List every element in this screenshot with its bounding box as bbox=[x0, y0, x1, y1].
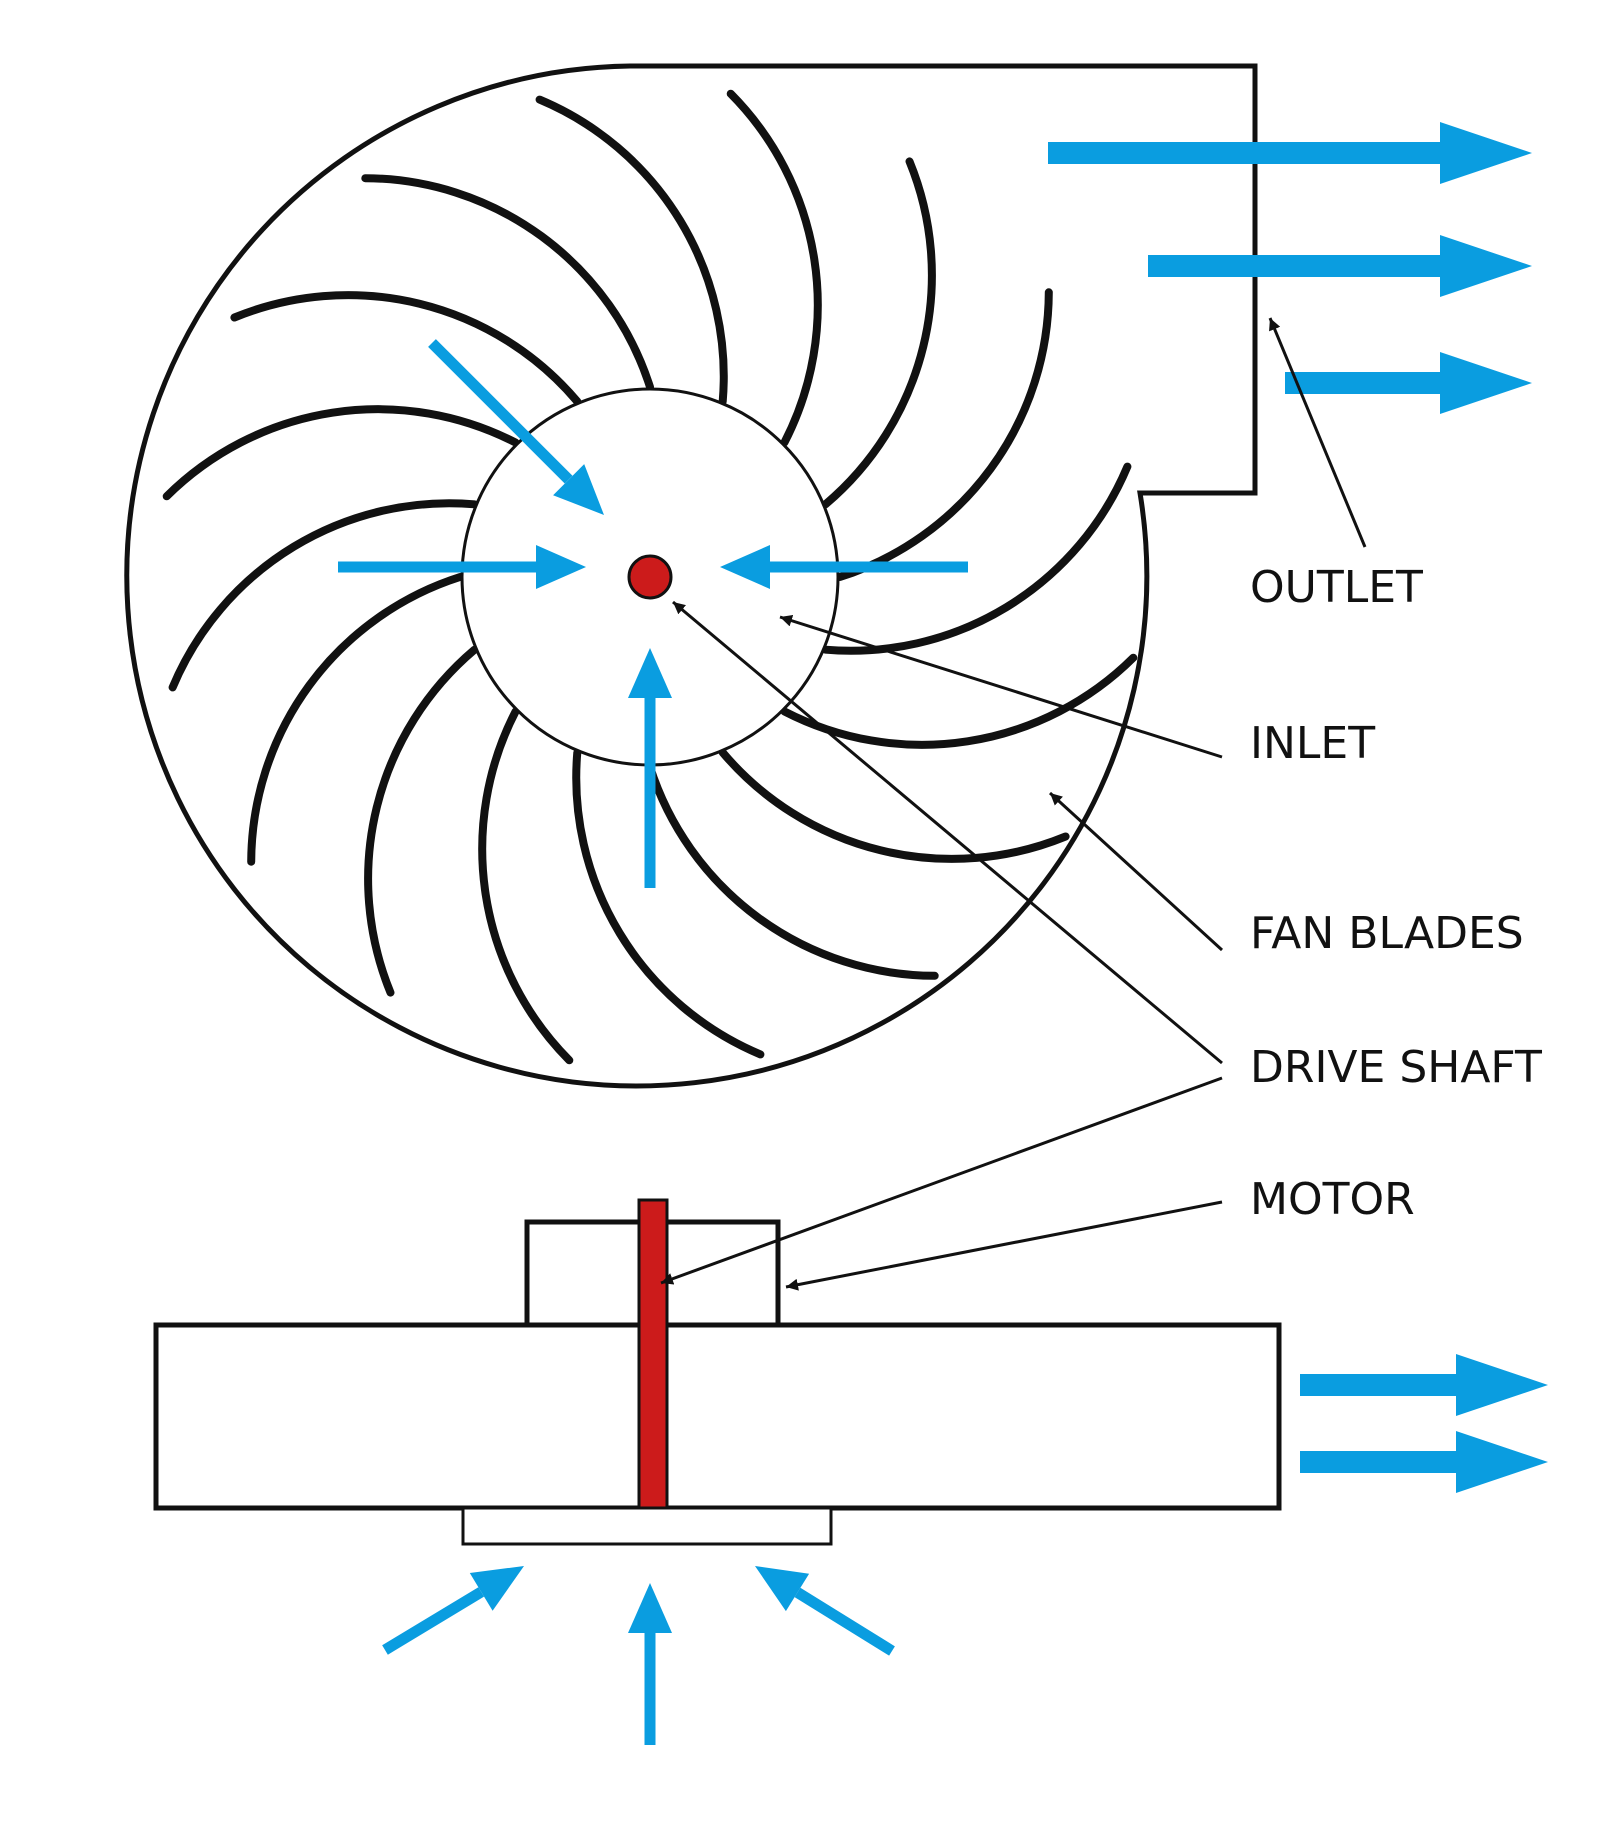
inlet-arrow bbox=[428, 339, 604, 515]
fan-blade bbox=[361, 174, 654, 391]
outlet-arrow bbox=[1300, 1431, 1548, 1493]
fan-blade bbox=[821, 157, 936, 509]
drive-shaft-leader-top bbox=[672, 600, 1223, 1065]
inlet-arrow bbox=[755, 1566, 895, 1656]
outlet-arrow bbox=[1285, 352, 1532, 414]
fan-blade bbox=[646, 763, 939, 980]
fan-blade bbox=[162, 405, 520, 501]
airflow-arrows-side bbox=[382, 1354, 1548, 1745]
fan-blade bbox=[821, 462, 1132, 655]
fan-blade bbox=[780, 653, 1138, 749]
fan-blade bbox=[836, 288, 1053, 581]
inlet-arrow bbox=[628, 1583, 672, 1745]
fan-housing-side bbox=[153, 1322, 1282, 1511]
inlet-arrow bbox=[338, 545, 586, 589]
fan-blade bbox=[535, 95, 728, 406]
scroll-housing bbox=[124, 63, 1258, 1089]
inlet-collar bbox=[461, 1506, 833, 1546]
drive-shaft-top bbox=[627, 554, 673, 600]
outlet-arrow bbox=[1300, 1354, 1548, 1416]
motor-leader bbox=[785, 1200, 1223, 1291]
leader-lines bbox=[660, 317, 1367, 1291]
inlet-arrow bbox=[720, 545, 968, 589]
drive-shaft-side bbox=[637, 1198, 669, 1510]
drive-shaft-leader-side bbox=[660, 1076, 1223, 1285]
fan-blade bbox=[726, 89, 822, 447]
fan-side-view bbox=[153, 1198, 1282, 1546]
outlet-leader bbox=[1268, 317, 1367, 548]
fan-blade bbox=[230, 291, 582, 406]
label-fan-blades: FAN BLADES bbox=[1250, 908, 1524, 959]
outlet-arrow bbox=[1148, 235, 1532, 297]
label-inlet: INLET bbox=[1250, 718, 1375, 769]
airflow-arrows-top bbox=[338, 122, 1532, 888]
labels: OUTLET INLET FAN BLADES DRIVE SHAFT MOTO… bbox=[1250, 562, 1542, 1225]
outlet-arrow bbox=[1048, 122, 1532, 184]
fan-blades-group bbox=[162, 89, 1138, 1065]
label-drive-shaft: DRIVE SHAFT bbox=[1250, 1042, 1542, 1093]
fan-blade bbox=[718, 748, 1070, 863]
fan-blade bbox=[478, 707, 574, 1065]
fan-blade bbox=[247, 573, 464, 866]
fan-blade bbox=[364, 645, 479, 997]
inlet-arrow bbox=[628, 648, 672, 888]
label-motor: MOTOR bbox=[1250, 1174, 1415, 1225]
fan-blade bbox=[168, 499, 479, 692]
label-outlet: OUTLET bbox=[1250, 562, 1423, 613]
fan-housing-top-view bbox=[124, 63, 1258, 1089]
fan-blade bbox=[572, 748, 765, 1059]
inlet-leader bbox=[779, 614, 1223, 759]
fan-blades-leader bbox=[1048, 791, 1224, 952]
inlet-arrow bbox=[382, 1566, 524, 1655]
